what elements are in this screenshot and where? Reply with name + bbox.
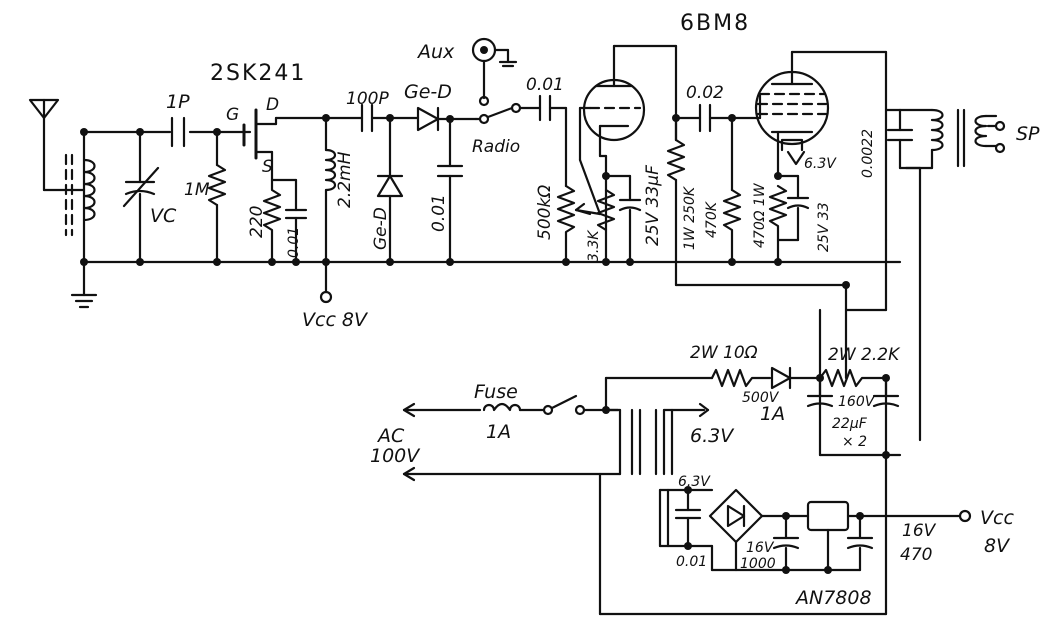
label-cap-002: 0.02 [686,83,724,103]
label-res-10: 2W 10Ω [690,343,758,363]
label-res-33k: 3.3K [586,229,602,262]
label-cap-160v: 160V [838,394,876,410]
label-fuse: Fuse [474,381,518,403]
tank-coil [64,153,96,237]
label-res-250k: 1W 250K [682,185,698,250]
label-pot-500k: 500kΩ [535,185,555,240]
label-res-1m: 1M [184,180,210,200]
label-cap-x2: × 2 [842,434,867,450]
aux-jack [471,37,518,107]
label-sec-63: 6.3V [690,425,735,447]
label-sp: SP [1016,123,1040,145]
potentiometer-500k [556,106,602,264]
label-tube: 6BM8 [680,11,750,36]
label-fet-source: S [262,157,273,177]
label-fet-part: 2SK241 [210,61,306,86]
label-ac: AC [376,425,405,447]
label-choke: 2.2mH [335,151,355,208]
label-diode-1a: 1A [760,403,785,425]
label-res-470: 470Ω 1W [752,182,768,248]
label-cap-001-det: 0.01 [429,194,449,232]
jfet-2sk241 [242,108,328,182]
label-ac-100v: 100V [370,445,421,467]
label-cap-25v33: 25V 33 [816,202,832,252]
label-cap-16v-out: 16V [902,521,937,541]
label-vcc-out: Vcc [980,507,1014,529]
capacitor-1p [170,116,186,148]
output-transformer [898,108,1006,170]
junction-dots [80,114,890,574]
diode-ge-series [416,106,478,132]
label-cap-100p: 100P [346,89,389,109]
label-vcc-8v-top: Vcc 8V [302,309,369,331]
label-regulator: AN7808 [794,587,872,609]
label-cap-001-psu: 0.01 [676,554,707,570]
capacitor-002 [674,103,762,133]
diode-ge-shunt [376,116,404,264]
choke-2-2mh [319,116,337,304]
label-fuse-1a: 1A [486,421,511,443]
capacitor-100p [324,103,420,133]
label-diode-ge-top: Ge-D [404,81,452,103]
label-heater-63: 6.3V [804,156,837,172]
low-voltage-supply [658,453,972,616]
label-fet-gate: G [226,105,239,125]
source-network [262,178,308,264]
label-res-220: 220 [247,206,267,238]
mains-input [402,394,622,482]
label-fet-drain: D [266,95,279,115]
cathode-network-pentode [768,174,810,264]
label-radio: Radio [472,137,520,157]
label-cap-470: 470 [900,545,932,565]
power-transformer [598,376,888,616]
variable-capacitor-vc [122,130,160,264]
label-cap-1000: 1000 [740,556,776,572]
selector-switch [474,102,542,125]
label-cap-22uf: 22μF [832,416,868,432]
label-cap-001-in: 0.01 [526,75,564,95]
label-vc: VC [150,205,177,227]
hv-rectifier [710,366,900,408]
resistor-1m [207,130,227,264]
label-sec-63-low: 6.3V [678,474,711,490]
antenna-symbol [28,98,86,192]
capacitor-0022 [884,108,914,170]
label-diode-ge-bottom: Ge-D [371,207,391,250]
label-res-470k: 470K [704,200,720,238]
label-aux: Aux [416,41,455,63]
capacitor-001-detector [436,117,464,264]
cathode-network-triode [596,174,642,264]
b-plus-wiring [818,166,922,457]
label-res-22k: 2W 2.2K [828,345,901,365]
resistor-470k [722,116,742,264]
label-cap-001-src: 0.01 [286,227,302,258]
tube-6bm8-pentode [754,50,888,242]
label-cap-33uf: 25V 33μF [643,165,663,246]
label-cap-1p: 1P [166,91,190,113]
capacitor-001-input [538,94,568,122]
label-diode-500v: 500V [742,390,780,406]
label-cap-0022: 0.0022 [860,129,876,178]
label-vcc-out-8v: 8V [984,535,1011,557]
label-cap-16v: 16V [746,540,775,556]
